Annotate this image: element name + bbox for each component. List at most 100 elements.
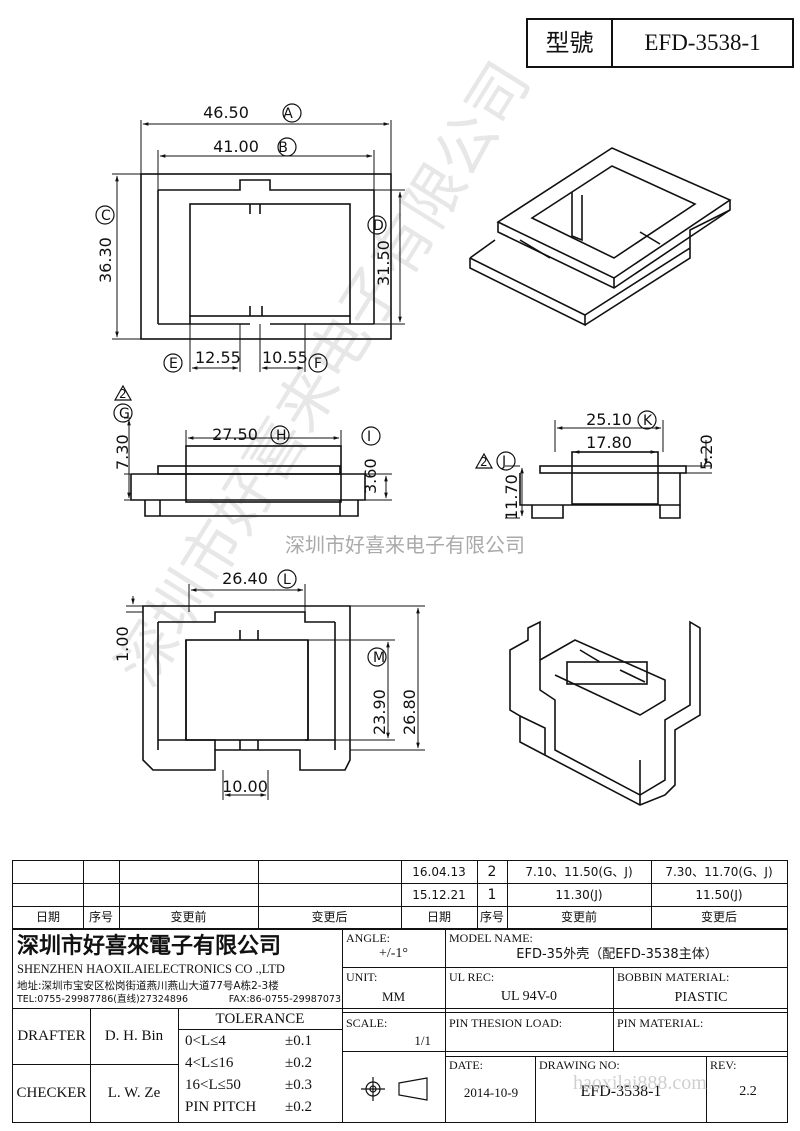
tag-h: H bbox=[276, 428, 287, 444]
tag-g: G bbox=[119, 406, 130, 422]
tol-value-4: ±0.2 bbox=[285, 1099, 312, 1115]
dim-g: 7.30 bbox=[113, 434, 132, 470]
rev-header-after-2: 变更后 bbox=[700, 910, 737, 924]
tag-f: F bbox=[314, 356, 322, 372]
rev-row1-date: 16.04.13 bbox=[412, 865, 466, 879]
company-fax: FAX:86-0755-29987073 bbox=[228, 994, 341, 1005]
rev-row2-after: 11.50(J) bbox=[695, 888, 743, 902]
tag-e: E bbox=[169, 356, 178, 372]
company-tel: TEL:0755-29987786(直线)27324896 bbox=[17, 994, 189, 1005]
tolerance-title: TOLERANCE bbox=[215, 1011, 305, 1027]
company-address: 地址:深圳市宝安区松岗街道燕川燕山大道77号A栋2-3楼 bbox=[17, 980, 279, 992]
tag-circles bbox=[95, 103, 657, 667]
tag-d: D bbox=[373, 218, 384, 234]
checker-value: L. W. Ze bbox=[107, 1085, 161, 1101]
tol-range-3: 16<L≤50 bbox=[185, 1077, 241, 1093]
rev-row2-before: 11.30(J) bbox=[555, 888, 603, 902]
rev-header-no: 序号 bbox=[88, 910, 113, 924]
drafter-value: D. H. Bin bbox=[104, 1028, 164, 1044]
model-label: 型號 bbox=[528, 20, 613, 66]
model-value: EFD-3538-1 bbox=[644, 30, 761, 55]
tag-i: I bbox=[367, 429, 371, 445]
tag-k: K bbox=[643, 413, 653, 429]
watermark: 深圳市好喜来电子有限公司 bbox=[103, 50, 544, 698]
drawing-no-value: EFD-3538-1 bbox=[580, 1083, 662, 1100]
dim-m: 23.90 bbox=[370, 689, 389, 735]
dim-1000: 10.00 bbox=[222, 777, 268, 796]
pin-load-label: PIN THESION LOAD: bbox=[449, 1016, 563, 1030]
dim-520: 5.20 bbox=[697, 434, 716, 470]
bottom-view bbox=[126, 584, 425, 800]
dimension-labels: 46.50 A 41.00 B 36.30 C 31.50 D 12.55 E … bbox=[96, 103, 716, 796]
watermark-center: 深圳市好喜来电子有限公司 bbox=[285, 533, 525, 557]
dim-j: 11.70 bbox=[502, 474, 521, 520]
unit-label: UNIT: bbox=[346, 970, 378, 984]
rev-label: REV: bbox=[710, 1058, 737, 1072]
company-name-en: SHENZHEN HAOXILAIELECTRONICS CO .,LTD bbox=[17, 962, 285, 976]
revision-table: 16.04.13 2 7.10、11.50(G、J) 7.30、11.70(G、… bbox=[12, 860, 788, 929]
tol-range-1: 0<L≤4 bbox=[185, 1033, 226, 1049]
iso-view-bottom bbox=[509, 620, 701, 806]
rev-mark-right: 2 bbox=[480, 455, 488, 469]
dim-k: 25.10 bbox=[586, 410, 632, 429]
tag-c: C bbox=[101, 208, 111, 224]
watermark-site: haoxilai888.com bbox=[573, 1072, 707, 1094]
model-header: 型號 EFD-3538-1 bbox=[526, 18, 794, 68]
bobbin-value: PIASTIC bbox=[674, 990, 728, 1005]
dim-inner: 17.80 bbox=[586, 433, 632, 452]
rev-value: 2.2 bbox=[739, 1084, 757, 1099]
tol-range-4: PIN PITCH bbox=[185, 1099, 257, 1115]
dim-b: 41.00 bbox=[213, 137, 259, 156]
date-label: DATE: bbox=[449, 1058, 483, 1072]
rev-row1-after: 7.30、11.70(G、J) bbox=[665, 865, 773, 879]
date-value: 2014-10-9 bbox=[463, 1085, 519, 1100]
dim-100: 1.00 bbox=[113, 626, 132, 662]
drawing-area: 深圳市好喜来电子有限公司 深圳市好喜来电子有限公司 bbox=[95, 50, 732, 806]
scale-label: SCALE: bbox=[346, 1016, 388, 1030]
tol-value-3: ±0.3 bbox=[285, 1077, 312, 1093]
company-name-cn: 深圳市好喜來電子有限公司 bbox=[17, 934, 282, 959]
rev-header-before-2: 变更前 bbox=[560, 910, 597, 924]
tol-value-2: ±0.2 bbox=[285, 1055, 312, 1071]
tag-l: L bbox=[283, 572, 291, 588]
rev-header-after: 变更后 bbox=[311, 910, 348, 924]
unit-value: MM bbox=[381, 989, 406, 1004]
ul-value: UL 94V-0 bbox=[500, 989, 558, 1004]
model-name-label: MODEL NAME: bbox=[449, 931, 533, 945]
ul-label: UL REC: bbox=[449, 970, 495, 984]
drafter-label: DRAFTER bbox=[17, 1028, 86, 1044]
drawing-no-label: DRAWING NO: bbox=[539, 1058, 620, 1072]
projection-symbol-icon bbox=[361, 1077, 428, 1101]
rev-row2-date: 15.12.21 bbox=[412, 888, 466, 902]
tag-b: B bbox=[278, 140, 288, 156]
dim-l: 26.40 bbox=[222, 569, 268, 588]
dim-a: 46.50 bbox=[203, 103, 249, 122]
dim-2680: 26.80 bbox=[400, 689, 419, 735]
rev-row2-no: 1 bbox=[487, 887, 497, 903]
dim-i: 3.60 bbox=[361, 458, 380, 494]
pin-material-label: PIN MATERIAL: bbox=[617, 1016, 704, 1030]
tag-j: J bbox=[501, 454, 506, 470]
rev-header-date: 日期 bbox=[35, 910, 60, 924]
rev-row1-before: 7.10、11.50(G、J) bbox=[525, 865, 633, 879]
angle-value: +/-1° bbox=[378, 946, 409, 961]
dim-e: 12.55 bbox=[195, 348, 241, 367]
iso-view-top bbox=[469, 147, 732, 327]
dim-f: 10.55 bbox=[262, 348, 308, 367]
rev-row1-no: 2 bbox=[487, 864, 497, 880]
scale-value: 1/1 bbox=[414, 1033, 431, 1048]
tag-a: A bbox=[283, 106, 293, 122]
dim-d: 31.50 bbox=[374, 240, 393, 286]
bobbin-label: BOBBIN MATERIAL: bbox=[617, 970, 730, 984]
angle-label: ANGLE: bbox=[346, 931, 390, 945]
side-view-left bbox=[124, 417, 392, 517]
watermark-company: 深圳市好喜来电子有限公司 bbox=[103, 50, 544, 698]
rev-header-date-2: 日期 bbox=[426, 910, 451, 924]
checker-label: CHECKER bbox=[16, 1085, 87, 1101]
dim-h: 27.50 bbox=[212, 425, 258, 444]
rev-header-before: 变更前 bbox=[170, 910, 207, 924]
tol-range-2: 4<L≤16 bbox=[185, 1055, 234, 1071]
model-name-value: EFD-35外壳（配EFD-3538主体） bbox=[516, 947, 718, 962]
rev-mark-left: 2 bbox=[119, 387, 127, 401]
rev-header-no-2: 序号 bbox=[479, 910, 504, 924]
